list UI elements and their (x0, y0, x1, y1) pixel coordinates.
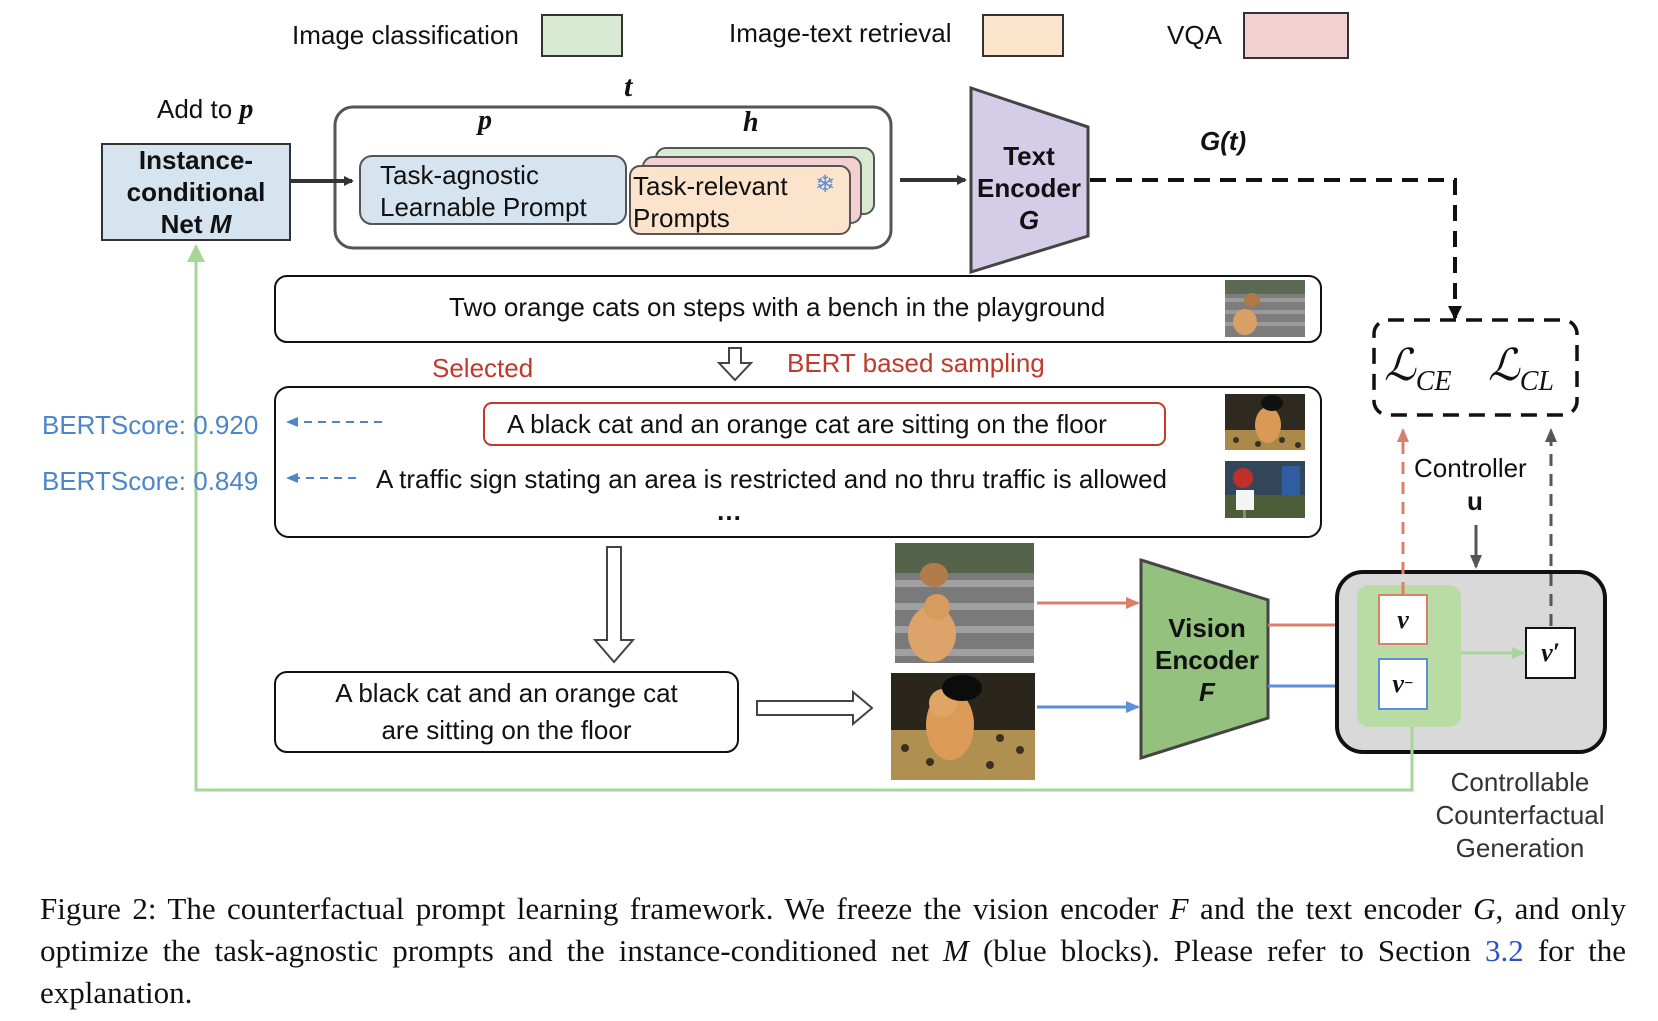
v-prime-box (1525, 627, 1576, 679)
vision-encoder-label: Vision Encoder F (1154, 613, 1260, 707)
task-relevant-prompt-box (629, 165, 851, 235)
photo-cats-steps-small (1225, 280, 1305, 337)
figure-caption: Figure 2: The counterfactual prompt lear… (40, 891, 1627, 1010)
v-label: v (1397, 604, 1409, 634)
instance-net-line3: Net M (160, 209, 232, 239)
add-to-p-label: Add to p (157, 94, 254, 125)
text-encoder-label: Text Encoder G (976, 141, 1082, 235)
text-encoder-shape (969, 85, 1090, 275)
bertscore-2: BERTScore: 0.849 (42, 466, 259, 496)
v-minus-label: v− (1392, 669, 1414, 698)
task-agnostic-prompt-box (359, 155, 627, 225)
instance-net-label: Instance- conditional Net M (102, 144, 290, 240)
vision-encoder-shape (1139, 557, 1270, 761)
loss-box (1372, 318, 1579, 417)
candidate-ellipsis: … (716, 496, 742, 526)
dashed-gt-path (1090, 178, 1462, 320)
gt-label: G(t) (1200, 126, 1247, 156)
v-prime-label: v′ (1541, 638, 1560, 667)
task-agnostic-label: Task-agnostic Learnable Prompt (380, 160, 587, 222)
photo-cats-steps-large (895, 543, 1034, 663)
selected-candidate-box (483, 402, 1166, 446)
t-symbol: t (624, 70, 633, 103)
loss-cl: ℒCL (1488, 341, 1554, 397)
legend-swatch-retrieval (982, 14, 1064, 57)
photo-traffic-sign-small (1225, 461, 1305, 518)
controller-label: Controller (1414, 453, 1527, 483)
photo-cats-floor-large (891, 673, 1035, 780)
bertscore-1: BERTScore: 0.920 (42, 410, 259, 440)
legend-swatch-classification (541, 14, 623, 57)
h-symbol: h (743, 107, 759, 138)
selected-caption-box (274, 671, 739, 753)
down-arrow-sampling (716, 347, 754, 382)
v-box (1378, 594, 1428, 645)
down-arrow-to-selected (592, 546, 636, 664)
p-symbol: p (478, 105, 492, 136)
candidate-1-text: A black cat and an orange cat are sittin… (507, 409, 1107, 439)
legend-label-classification: Image classification (292, 20, 519, 50)
legend-swatch-vqa (1243, 12, 1349, 59)
instance-net-line1: Instance- (138, 145, 254, 175)
controller-u: u (1467, 486, 1483, 516)
candidate-2-text: A traffic sign stating an area is restri… (376, 464, 1168, 494)
loss-ce: ℒCE (1384, 341, 1452, 397)
instance-net-box (101, 143, 291, 241)
feedback-path (194, 246, 1414, 792)
section-reference-link[interactable]: 3.2 (1485, 933, 1524, 968)
right-arrow-to-images (756, 689, 874, 727)
instance-net-line2: conditional (126, 177, 266, 207)
v-minus-box (1378, 658, 1428, 710)
legend-label-retrieval: Image-text retrieval (729, 18, 952, 48)
selected-label: Selected (432, 353, 534, 383)
feedback-arrowhead (187, 244, 205, 262)
legend-label-vqa: VQA (1167, 20, 1222, 50)
task-relevant-label: Task-relevant Prompts (633, 171, 788, 233)
frozen-snowflake-icon: ❄ (815, 170, 836, 198)
top-caption-box (274, 275, 1322, 343)
photo-cats-floor-small (1225, 394, 1305, 450)
selected-caption-text: A black cat and an orange cat are sittin… (335, 678, 678, 745)
sampling-label: BERT based sampling (787, 348, 1045, 378)
top-caption-text: Two orange cats on steps with a bench in… (449, 292, 1106, 322)
generation-label: Controllable Counterfactual Generation (1435, 767, 1605, 863)
